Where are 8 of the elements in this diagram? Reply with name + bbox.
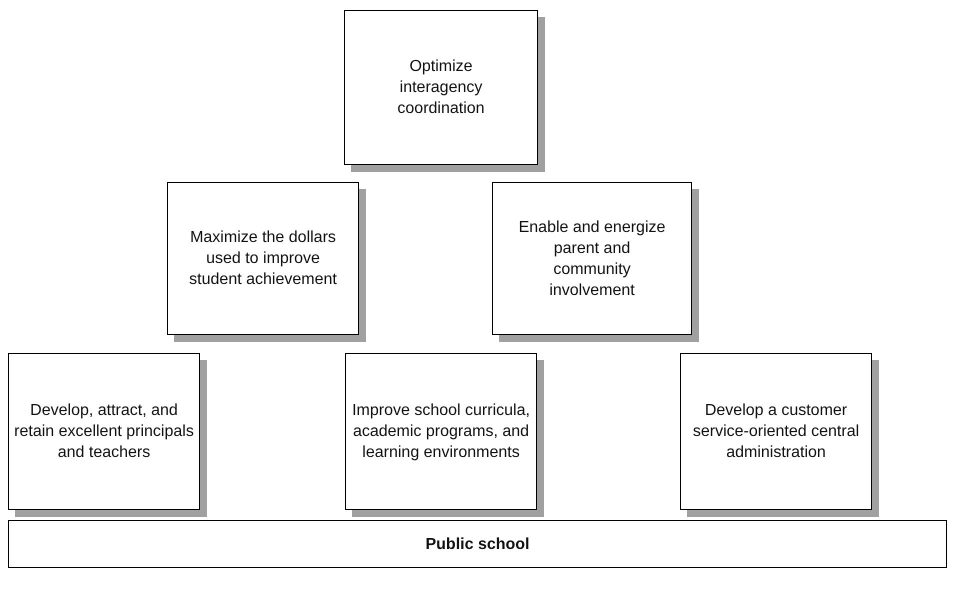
box-label: Develop a customer service-oriented central administration — [692, 401, 860, 463]
box-label: Enable and energize parent and community involvement — [518, 218, 666, 300]
base-bar — [8, 520, 947, 568]
box-label: Public school — [425, 534, 530, 554]
box-label: Maximize the dollars used to improve student achievement — [188, 228, 338, 290]
box-label: Optimize interagency coordination — [396, 57, 486, 119]
box-label: Improve school curricula, academic programs, and learning environments — [351, 401, 531, 463]
box-label: Develop, attract, and retain excellent principals and teachers — [14, 401, 194, 463]
